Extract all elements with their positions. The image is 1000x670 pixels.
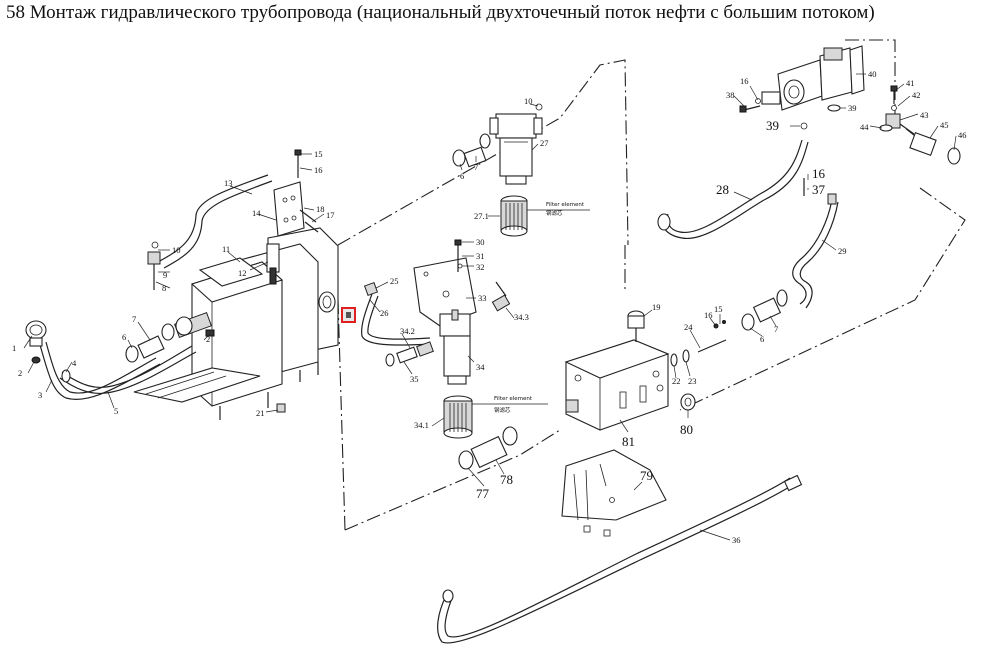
callout-31: 31	[476, 251, 485, 261]
callout-45: 45	[940, 120, 949, 130]
callout-39b: 39	[766, 118, 779, 133]
callout-24: 24	[684, 322, 693, 332]
callout-80: 80	[680, 422, 693, 437]
callout-43: 43	[920, 110, 929, 120]
plug-21	[276, 403, 286, 413]
callout-6c: 6	[760, 334, 764, 344]
callout-4: 4	[72, 358, 77, 368]
callout-8: 8	[162, 283, 166, 293]
callout-17: 17	[326, 210, 335, 220]
hydraulic-tank-assembly	[133, 149, 339, 420]
filter-27-label-zh: 钢滤芯	[546, 209, 563, 217]
callout-10b: 10	[524, 96, 533, 106]
callout-leaders	[23, 73, 957, 541]
callout-29: 29	[838, 246, 847, 256]
callout-27: 27	[540, 138, 549, 148]
bracket-79	[561, 449, 667, 537]
callout-12: 12	[238, 268, 247, 278]
callout-16d: 16	[704, 310, 713, 320]
boundary-line-far-right	[679, 187, 966, 411]
callout-16c: 16	[812, 166, 826, 181]
callout-10: 10	[172, 245, 181, 255]
cap-1	[25, 320, 47, 347]
callout-18: 18	[316, 204, 325, 214]
callout-37: 37	[812, 182, 826, 197]
callout-34-2: 34.2	[400, 326, 415, 336]
callout-15: 15	[314, 149, 323, 159]
callout-7c: 7	[774, 324, 778, 334]
filter-27	[489, 113, 543, 185]
callout-39: 39	[848, 103, 857, 113]
pipe-29	[792, 199, 833, 305]
callout-32: 32	[476, 262, 485, 272]
callout-16b: 16	[740, 76, 749, 86]
callout-6b: 6	[460, 171, 464, 181]
callout-36: 36	[732, 535, 741, 545]
fitting-34-3	[491, 281, 511, 312]
callout-40: 40	[868, 69, 877, 79]
diagram-title: 58 Монтаж гидравлического трубопровода (…	[6, 2, 875, 23]
pipe-5	[59, 351, 197, 395]
callout-35: 35	[410, 374, 419, 384]
callout-27-1: 27.1	[474, 211, 489, 221]
callout-14: 14	[252, 208, 261, 218]
callout-19: 19	[652, 302, 661, 312]
pipe-26	[361, 293, 431, 346]
callout-9: 9	[163, 270, 167, 280]
callout-2b: 2	[206, 334, 210, 344]
callout-2: 2	[18, 368, 22, 378]
filter-34-label-en: Filter element	[494, 396, 533, 402]
callout-11: 11	[222, 244, 230, 254]
callout-33: 33	[478, 293, 487, 303]
callout-3: 3	[38, 390, 42, 400]
boundary-line-bottom	[344, 429, 561, 531]
ring-80	[680, 393, 696, 411]
callout-41: 41	[906, 78, 915, 88]
pipe-13	[157, 174, 269, 263]
callout-81: 81	[622, 434, 635, 449]
callout-30: 30	[476, 237, 485, 247]
callout-38: 38	[726, 90, 735, 100]
callout-labels: 1 2 2 3 4 5 6 7 8 9 10 11 12 13 14 15 16…	[12, 69, 967, 545]
boundary-line-left	[337, 299, 346, 531]
callout-13: 13	[224, 178, 233, 188]
clamp-77-sleeve-78	[458, 426, 518, 470]
callout-6: 6	[122, 332, 126, 342]
fitting-8-9-10	[147, 241, 161, 290]
callout-21: 21	[256, 408, 265, 418]
pump-40	[761, 45, 865, 111]
callout-42: 42	[912, 90, 921, 100]
filter-34-label-zh: 钢滤芯	[494, 406, 511, 414]
callout-26: 26	[380, 308, 389, 318]
filter-element-27-1	[500, 195, 528, 237]
callout-15b: 15	[714, 304, 723, 314]
filter-34	[439, 309, 471, 385]
callout-1: 1	[12, 343, 16, 353]
callout-7: 7	[132, 314, 136, 324]
callout-25: 25	[390, 276, 399, 286]
callout-34-1: 34.1	[414, 420, 429, 430]
pipe-36	[437, 483, 795, 644]
callout-5: 5	[114, 406, 118, 416]
tank-81	[564, 310, 670, 431]
callout-78: 78	[500, 472, 513, 487]
callout-22: 22	[672, 376, 681, 386]
callout-34: 34	[476, 362, 485, 372]
callout-44: 44	[860, 122, 869, 132]
callout-16: 16	[314, 165, 323, 175]
filter-element-34-1	[443, 395, 473, 439]
callout-77: 77	[476, 486, 490, 501]
nut-2	[31, 356, 41, 364]
callout-34-3: 34.3	[514, 312, 529, 322]
callout-28: 28	[716, 182, 729, 197]
filter-27-label-en: Filter element	[546, 202, 585, 208]
callout-46: 46	[958, 130, 967, 140]
callout-23: 23	[688, 376, 697, 386]
highlight-marker	[341, 307, 356, 323]
callout-7b: 7	[474, 162, 478, 172]
callout-79: 79	[640, 468, 653, 483]
